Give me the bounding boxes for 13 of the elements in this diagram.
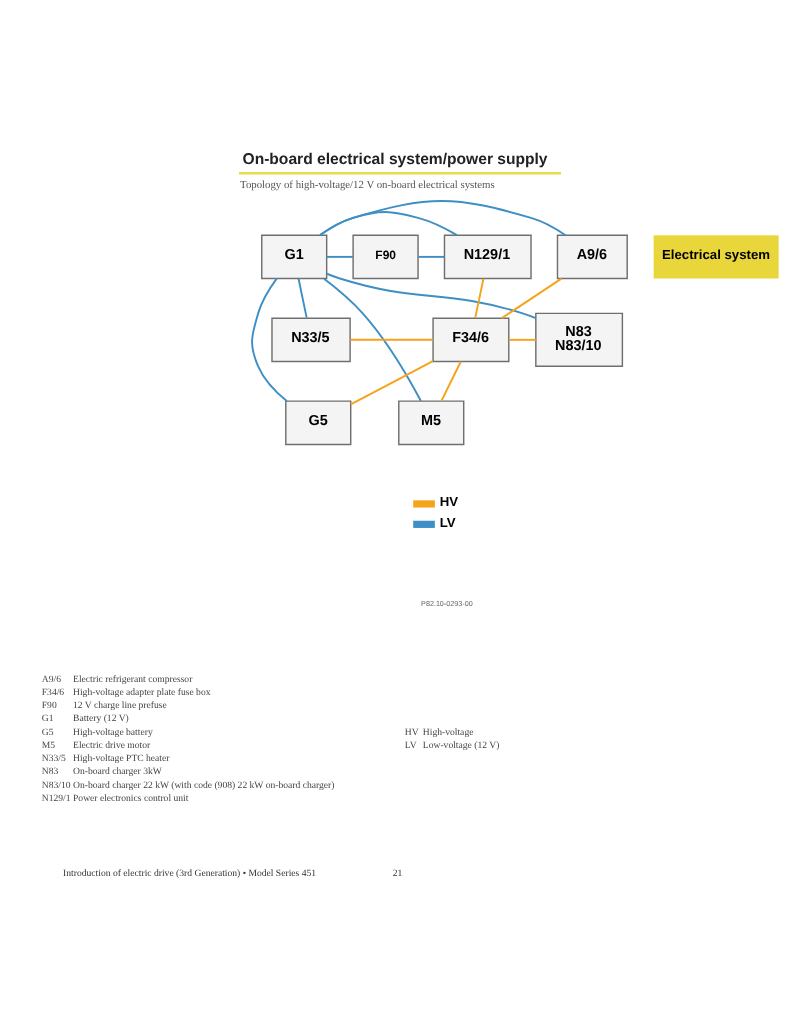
connector bbox=[417, 254, 446, 257]
connector bbox=[325, 271, 537, 318]
connector bbox=[325, 254, 354, 257]
connector bbox=[323, 276, 422, 402]
connector bbox=[251, 276, 288, 401]
connector bbox=[297, 276, 308, 318]
connector bbox=[474, 276, 485, 318]
connector bbox=[500, 276, 563, 319]
connector bbox=[349, 359, 434, 405]
connector bbox=[349, 337, 434, 340]
connector bbox=[508, 337, 537, 340]
connector bbox=[319, 199, 567, 236]
connector bbox=[440, 359, 462, 401]
